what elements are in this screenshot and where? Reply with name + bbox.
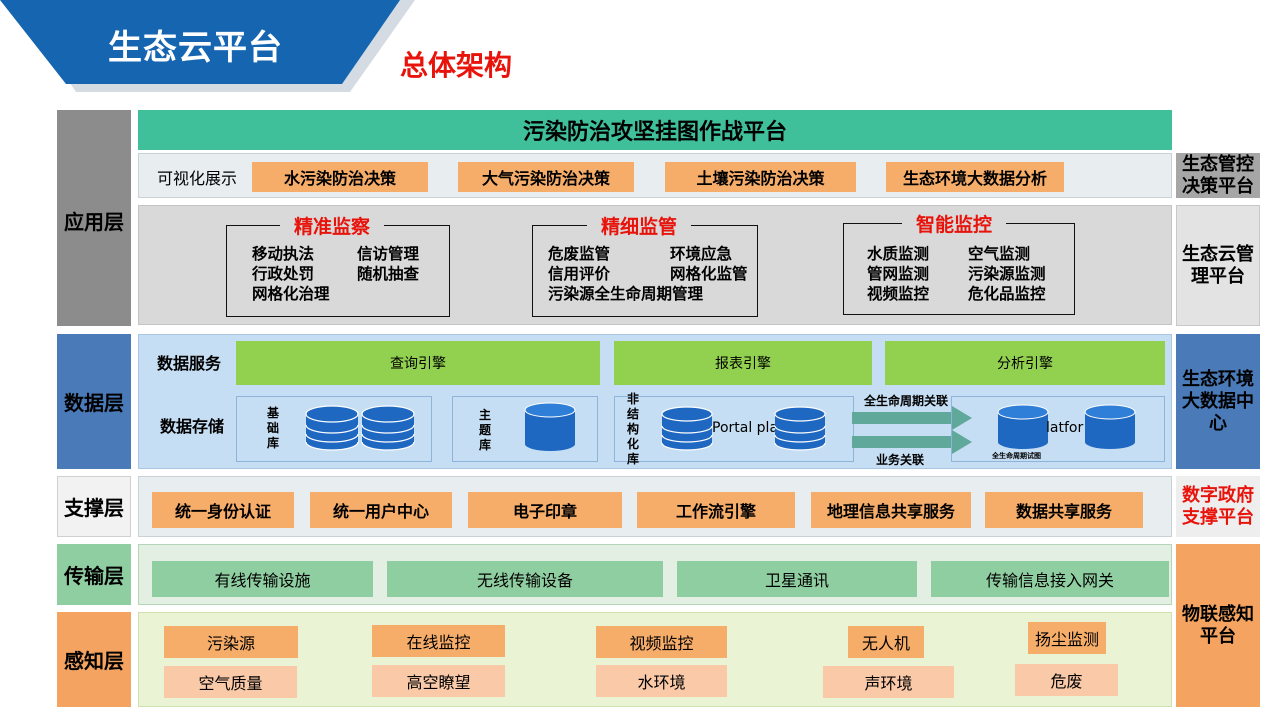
support-gis: 地理信息共享服务 [811, 492, 971, 528]
fine-col1: 危废监管 信用评价 [548, 245, 611, 283]
title-banner [0, 0, 415, 92]
war-platform-title: 污染防治攻坚挂图作战平台 [138, 110, 1172, 150]
topic-db-label: 主题库 [478, 408, 491, 452]
report-engine: 报表引擎 [614, 341, 872, 385]
fine-title: 精细监管 [587, 212, 692, 239]
business-arrow-icon [852, 430, 972, 454]
trans-gateway: 传输信息接入网关 [931, 561, 1169, 597]
portal-text: Portal pla [712, 420, 779, 436]
precise-col2: 信访管理 随机抽查 [357, 245, 420, 283]
platform-gov: 数字政府 支撑平台 [1176, 476, 1260, 537]
perc-air-quality: 空气质量 [164, 666, 297, 698]
analysis-engine: 分析引擎 [885, 341, 1165, 385]
platform-eco-decision: 生态管控 决策平台 [1176, 153, 1260, 198]
support-workflow: 工作流引擎 [637, 492, 795, 528]
data-storage-label: 数据存储 [160, 417, 225, 436]
decision-air: 大气污染防治决策 [458, 162, 634, 192]
support-data-sharing: 数据共享服务 [985, 492, 1143, 528]
lifecycle-db-box [951, 396, 1165, 462]
decision-water: 水污染防治决策 [252, 162, 428, 192]
data-service-label: 数据服务 [157, 354, 222, 373]
base-db-box [236, 396, 432, 462]
perc-sound-env: 声环境 [823, 666, 954, 698]
trans-satellite: 卫星通讯 [677, 561, 917, 597]
platform-iot: 物联感知 平台 [1176, 544, 1260, 707]
lifecycle-caption: 全生命周期试图 [992, 452, 1041, 460]
visualization-label: 可视化展示 [157, 169, 238, 188]
lifecycle-db-icon-1 [997, 404, 1049, 449]
layer-application: 应用层 [57, 110, 131, 326]
lifecycle-arrow-icon [852, 406, 972, 430]
layer-perception: 感知层 [57, 612, 131, 707]
unstructured-db-label: 非结构化库 [626, 392, 639, 466]
unstructured-db-icon-2 [774, 406, 826, 451]
precise-title: 精准监察 [280, 212, 385, 239]
lifecycle-db-icon-2 [1084, 404, 1136, 449]
support-e-seal: 电子印章 [468, 492, 622, 528]
base-db-label: 基础库 [266, 406, 279, 450]
smart-col1: 水质监测 管网监测 视频监控 [867, 245, 930, 303]
base-db-icon [305, 405, 415, 451]
topic-db-icon [524, 402, 576, 451]
unstructured-db-box [614, 396, 854, 462]
perc-lookout: 高空瞭望 [372, 665, 505, 697]
support-user-center: 统一用户中心 [310, 492, 452, 528]
unstructured-db-icon-1 [661, 406, 713, 451]
business-link-label: 业务关联 [876, 453, 925, 467]
fine-wide: 污染源全生命周期管理 [548, 285, 704, 303]
perc-video: 视频监控 [596, 626, 727, 658]
topic-db-box [452, 396, 598, 462]
query-engine: 查询引擎 [236, 341, 600, 385]
layer-support: 支撑层 [57, 476, 131, 537]
perc-pollution-source: 污染源 [164, 626, 298, 658]
trans-wireless: 无线传输设备 [387, 561, 663, 597]
perc-water-env: 水环境 [596, 665, 727, 697]
perc-dust: 扬尘监测 [1028, 622, 1106, 654]
trans-wired: 有线传输设施 [152, 561, 373, 597]
platform-eco-cloud: 生态云管 理平台 [1176, 205, 1260, 326]
platform-text: latfor [1046, 420, 1084, 436]
banner-title: 生态云平台 [108, 28, 283, 68]
perc-hazardous-waste: 危废 [1015, 664, 1118, 696]
decision-bigdata: 生态环境大数据分析 [886, 162, 1064, 192]
fine-col2: 环境应急 网格化监管 [670, 245, 748, 283]
page-subtitle: 总体架构 [400, 49, 513, 82]
layer-data: 数据层 [57, 334, 131, 469]
smart-col2: 空气监测 污染源监测 危化品监控 [968, 245, 1046, 303]
layer-transmission: 传输层 [57, 544, 131, 605]
support-identity: 统一身份认证 [152, 492, 294, 528]
lifecycle-link-label: 全生命周期关联 [864, 394, 949, 408]
precise-col1: 移动执法 行政处罚 网格化治理 [252, 245, 330, 303]
perc-drone: 无人机 [848, 626, 924, 658]
smart-title: 智能监控 [902, 210, 1007, 237]
platform-bigdata: 生态环境 大数据中 心 [1176, 334, 1260, 469]
perc-online-monitor: 在线监控 [372, 625, 505, 657]
decision-soil: 土壤污染防治决策 [665, 162, 856, 192]
